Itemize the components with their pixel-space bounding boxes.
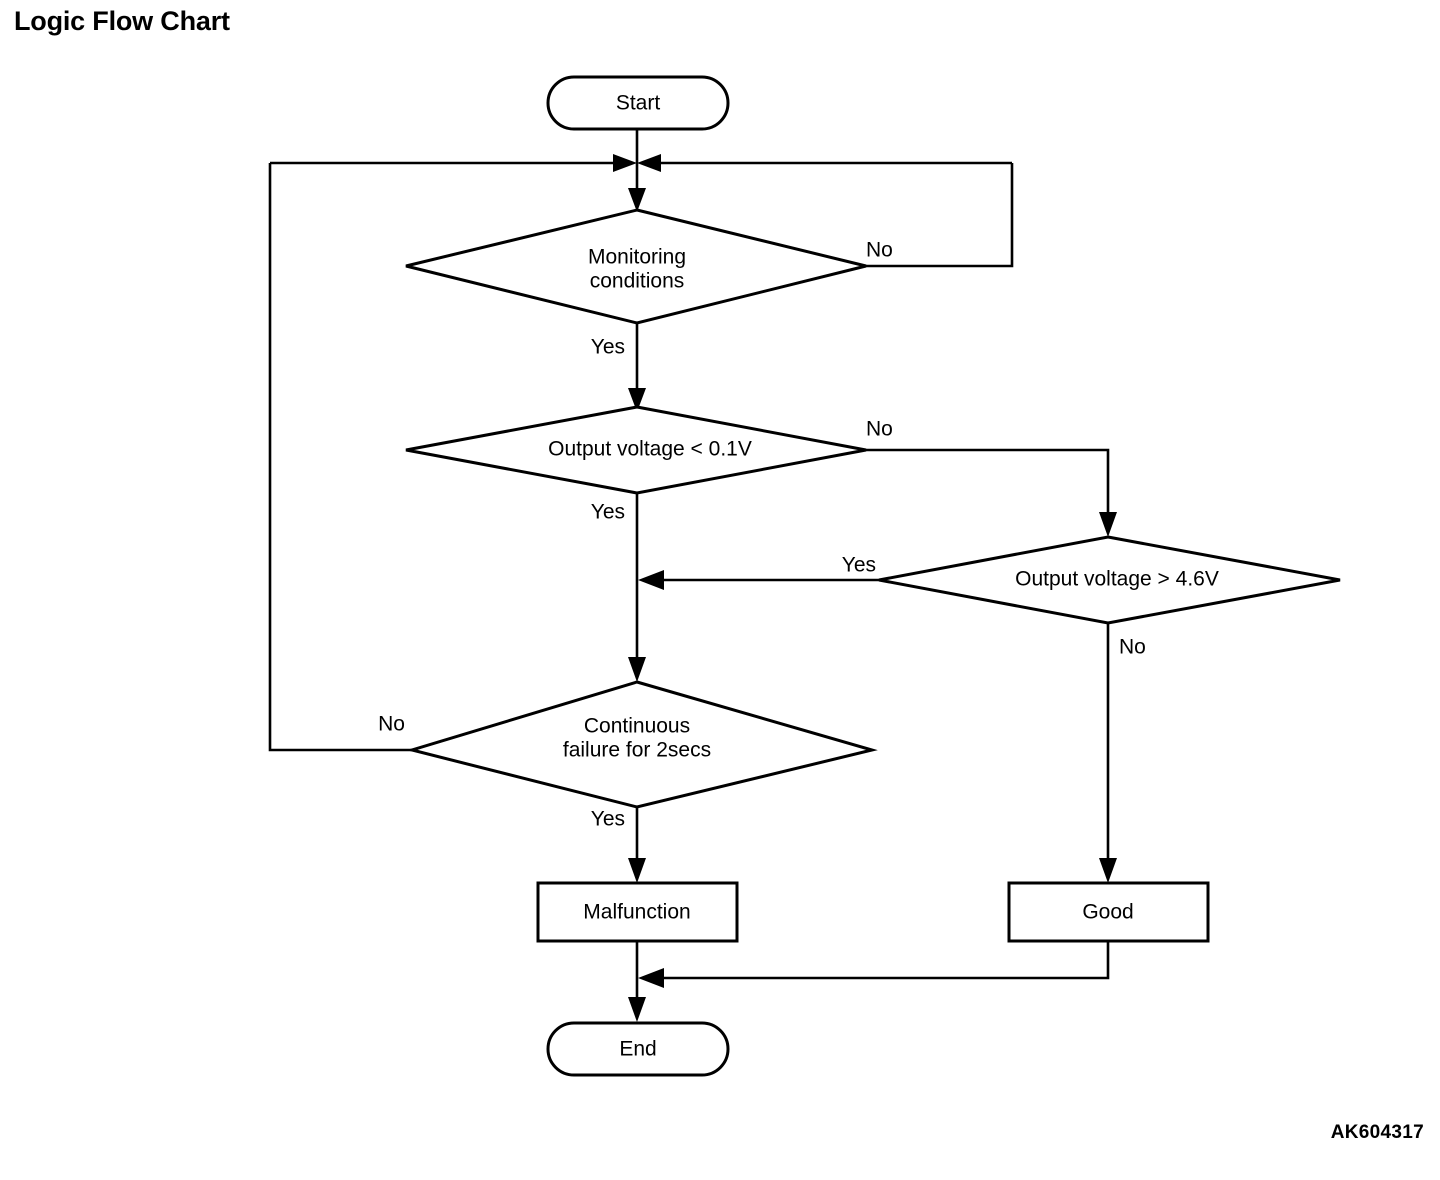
edge-label-monitoring-no: No bbox=[866, 239, 893, 262]
node-output-voltage-high[interactable]: Output voltage > 4.6V bbox=[878, 535, 1341, 625]
node-monitoring-label-line1: Monitoring bbox=[588, 246, 686, 269]
edge-voltage-high-yes bbox=[638, 570, 881, 590]
edge-label-monitoring-yes: Yes bbox=[591, 336, 625, 359]
node-start[interactable]: Start bbox=[546, 75, 730, 131]
node-monitoring-conditions[interactable]: Monitoring conditions bbox=[405, 208, 867, 325]
node-continuous-failure-label-line1: Continuous bbox=[584, 715, 690, 738]
node-output-voltage-low-label: Output voltage < 0.1V bbox=[548, 438, 752, 461]
edge-label-contfail-yes: Yes bbox=[591, 808, 625, 831]
edge-label-voltage-low-yes: Yes bbox=[591, 501, 625, 524]
edge-start-to-monitoring bbox=[628, 128, 646, 212]
edge-malfunction-to-end bbox=[628, 941, 646, 1022]
page-title: Logic Flow Chart bbox=[14, 6, 230, 36]
edge-monitoring-no bbox=[866, 163, 1014, 268]
edge-label-voltage-low-no: No bbox=[866, 418, 893, 441]
node-output-voltage-high-label: Output voltage > 4.6V bbox=[1015, 568, 1219, 591]
edge-voltage-low-yes bbox=[628, 493, 646, 682]
edge-label-voltage-high-yes: Yes bbox=[842, 554, 876, 577]
edge-label-contfail-no: No bbox=[378, 713, 405, 736]
node-continuous-failure-label-line2: failure for 2secs bbox=[563, 739, 711, 762]
reference-code: AK604317 bbox=[1330, 1122, 1424, 1143]
node-continuous-failure[interactable]: Continuous failure for 2secs bbox=[406, 680, 878, 809]
edge-contfail-yes bbox=[628, 807, 646, 883]
node-end-label: End bbox=[619, 1038, 656, 1061]
edge-contfail-no bbox=[268, 163, 412, 752]
node-malfunction[interactable]: Malfunction bbox=[536, 881, 739, 943]
node-good-label: Good bbox=[1082, 901, 1133, 924]
node-end[interactable]: End bbox=[546, 1021, 730, 1077]
edge-voltage-high-no bbox=[1099, 623, 1117, 883]
node-good[interactable]: Good bbox=[1007, 881, 1210, 943]
node-start-label: Start bbox=[616, 92, 661, 115]
node-malfunction-label: Malfunction bbox=[583, 901, 690, 924]
node-output-voltage-low[interactable]: Output voltage < 0.1V bbox=[405, 405, 867, 495]
node-monitoring-label-line2: conditions bbox=[590, 270, 685, 293]
edge-monitoring-yes bbox=[628, 323, 646, 412]
junction-merge-point bbox=[270, 154, 1012, 172]
edge-label-voltage-high-no: No bbox=[1119, 636, 1146, 659]
edge-voltage-low-no bbox=[866, 448, 1117, 537]
edge-good-to-end bbox=[638, 941, 1110, 988]
